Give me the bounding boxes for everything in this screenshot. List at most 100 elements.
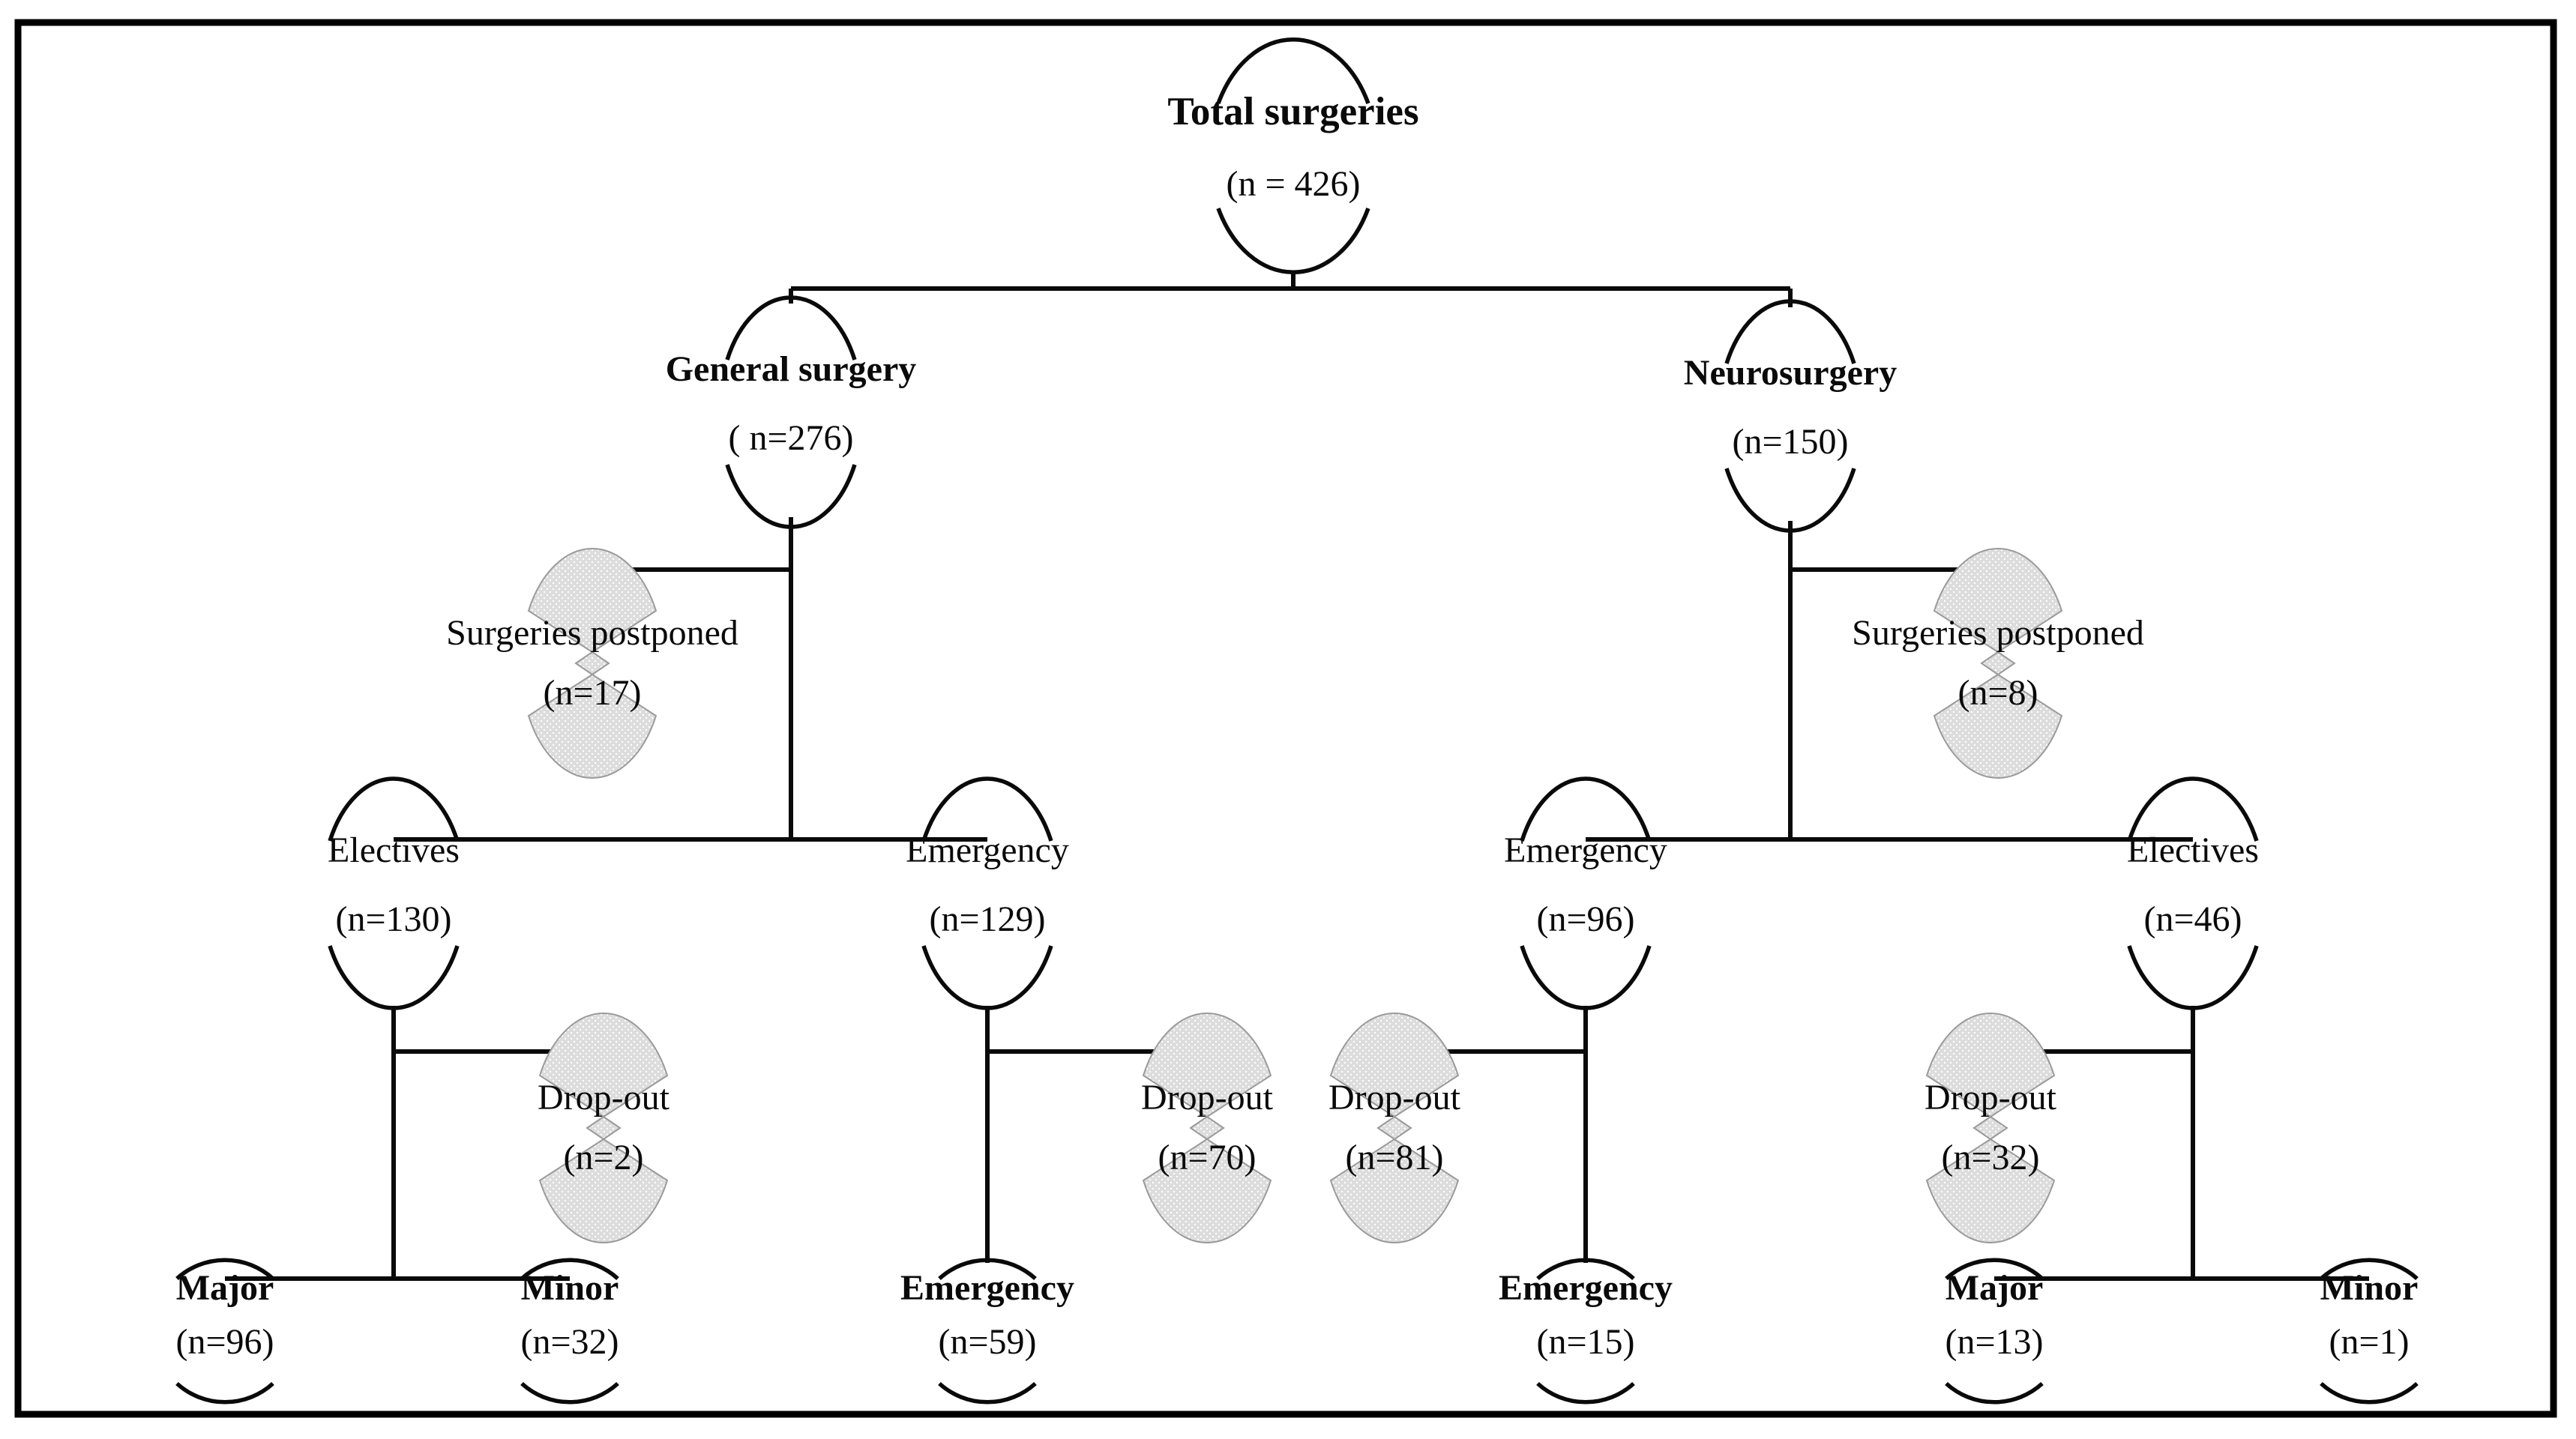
dropout4-bottom-fan: [1925, 1138, 2056, 1243]
dropout4-diamond: [1972, 1115, 2008, 1141]
minor-neuro-count: (n=1): [2329, 1322, 2409, 1362]
minor-general-title: Minor: [521, 1268, 619, 1308]
dropout3-count: (n=81): [1345, 1138, 1443, 1177]
node-major-general: Major (n=96): [175, 1258, 274, 1405]
neuro-top-arc: [1724, 299, 1856, 364]
emergency-final-neuro-title: Emergency: [1499, 1268, 1673, 1308]
dropout3-diamond: [1376, 1115, 1412, 1141]
postponed-neuro-title: Surgeries postponed: [1852, 613, 2144, 653]
general-top-arc: [725, 295, 857, 360]
dropout2-count: (n=70): [1158, 1138, 1256, 1177]
electives-neuro-title: Electives: [2127, 830, 2259, 870]
dropout2-top-fan: [1142, 1013, 1272, 1118]
node-minor-neuro: Minor (n=1): [2320, 1258, 2419, 1405]
emergency-neuro-title: Emergency: [1504, 830, 1667, 870]
postponed-neuro-top-fan: [1933, 548, 2063, 654]
node-dropout-emergency-neuro: Drop-out (n=81): [1328, 1013, 1461, 1243]
total-bottom-arc: [1216, 208, 1370, 274]
major-neuro-bottom-arc: [1945, 1381, 2044, 1405]
node-electives-neuro: Electives (n=46): [2127, 776, 2259, 1010]
node-general-surgery: General surgery ( n=276): [666, 295, 917, 529]
flow-nodes: Total surgeries (n = 426) General surger…: [175, 37, 2419, 1405]
node-emergency-general: Emergency (n=129): [906, 776, 1069, 1010]
postponed-neuro-diamond: [1980, 651, 2016, 676]
dropout3-bottom-fan: [1329, 1138, 1460, 1243]
dropout4-count: (n=32): [1941, 1138, 2039, 1177]
minor-neuro-top-arc: [2320, 1258, 2419, 1281]
dropout4-title: Drop-out: [1925, 1078, 2057, 1117]
postponed-general-title: Surgeries postponed: [446, 613, 738, 653]
major-neuro-count: (n=13): [1945, 1322, 2043, 1362]
node-postponed-neuro: Surgeries postponed (n=8): [1852, 548, 2144, 779]
minor-general-top-arc: [520, 1258, 619, 1281]
dropout3-title: Drop-out: [1328, 1078, 1461, 1117]
emergency-final-neuro-bottom-arc: [1536, 1381, 1635, 1405]
node-emergency-neuro: Emergency (n=96): [1504, 776, 1667, 1010]
dropout2-diamond: [1189, 1115, 1225, 1141]
postponed-general-bottom-fan: [527, 673, 657, 779]
major-general-bottom-arc: [175, 1381, 274, 1405]
electives-general-top-arc: [328, 776, 460, 842]
postponed-general-count: (n=17): [543, 673, 641, 713]
electives-neuro-count: (n=46): [2143, 899, 2242, 939]
electives-general-title: Electives: [328, 830, 460, 870]
electives-neuro-bottom-arc: [2127, 945, 2259, 1010]
postponed-neuro-bottom-fan: [1933, 673, 2063, 779]
emergency-general-top-arc: [921, 776, 1053, 842]
dropout1-top-fan: [538, 1013, 669, 1118]
emergency-final-general-bottom-arc: [938, 1381, 1037, 1405]
dropout1-diamond: [586, 1115, 622, 1141]
total-title: Total surgeries: [1167, 90, 1418, 133]
node-minor-general: Minor (n=32): [520, 1258, 619, 1405]
total-count: (n = 426): [1226, 164, 1360, 204]
node-dropout-emergency-general: Drop-out (n=70): [1141, 1013, 1274, 1243]
dropout1-count: (n=2): [563, 1138, 643, 1177]
emergency-final-general-top-arc: [938, 1258, 1037, 1281]
major-general-top-arc: [175, 1258, 274, 1281]
postponed-general-diamond: [574, 651, 610, 676]
emergency-final-neuro-count: (n=15): [1536, 1322, 1634, 1362]
node-neurosurgery: Neurosurgery (n=150): [1684, 299, 1897, 533]
emergency-final-general-title: Emergency: [900, 1268, 1074, 1308]
minor-general-count: (n=32): [520, 1322, 619, 1362]
general-count: ( n=276): [728, 418, 853, 458]
electives-general-bottom-arc: [328, 945, 460, 1010]
electives-neuro-top-arc: [2127, 776, 2259, 842]
emergency-general-bottom-arc: [921, 945, 1053, 1010]
node-emergency-final-general: Emergency (n=59): [900, 1258, 1074, 1405]
dropout2-title: Drop-out: [1141, 1078, 1274, 1117]
connectors: [225, 272, 2369, 1281]
electives-general-count: (n=130): [335, 899, 451, 939]
major-general-title: Major: [176, 1268, 274, 1308]
postponed-neuro-count: (n=8): [1957, 673, 2038, 713]
node-dropout-electives-neuro: Drop-out (n=32): [1925, 1013, 2057, 1243]
postponed-general-top-fan: [527, 548, 657, 654]
dropout4-top-fan: [1925, 1013, 2056, 1118]
general-bottom-arc: [725, 464, 857, 529]
minor-general-bottom-arc: [520, 1381, 619, 1405]
emergency-neuro-top-arc: [1520, 776, 1652, 842]
emergency-neuro-bottom-arc: [1520, 945, 1652, 1010]
emergency-general-count: (n=129): [929, 899, 1045, 939]
minor-neuro-bottom-arc: [2320, 1381, 2419, 1405]
node-total: Total surgeries (n = 426): [1167, 37, 1419, 274]
total-top-arc: [1216, 37, 1370, 104]
emergency-final-general-count: (n=59): [938, 1322, 1036, 1362]
emergency-final-neuro-top-arc: [1536, 1258, 1635, 1281]
node-postponed-general: Surgeries postponed (n=17): [446, 548, 738, 779]
neuro-bottom-arc: [1724, 468, 1856, 533]
annotation-nodes: Surgeries postponed (n=17) Surgeries pos…: [446, 548, 2144, 1243]
major-general-count: (n=96): [175, 1322, 274, 1362]
general-title: General surgery: [666, 349, 917, 389]
node-major-neuro: Major (n=13): [1945, 1258, 2044, 1405]
major-neuro-top-arc: [1945, 1258, 2044, 1281]
node-emergency-final-neuro: Emergency (n=15): [1499, 1258, 1673, 1405]
dropout3-top-fan: [1329, 1013, 1460, 1118]
dropout2-bottom-fan: [1142, 1138, 1272, 1243]
major-neuro-title: Major: [1945, 1268, 2044, 1308]
node-dropout-electives-general: Drop-out (n=2): [538, 1013, 670, 1243]
minor-neuro-title: Minor: [2320, 1268, 2419, 1308]
neuro-count: (n=150): [1732, 422, 1848, 462]
